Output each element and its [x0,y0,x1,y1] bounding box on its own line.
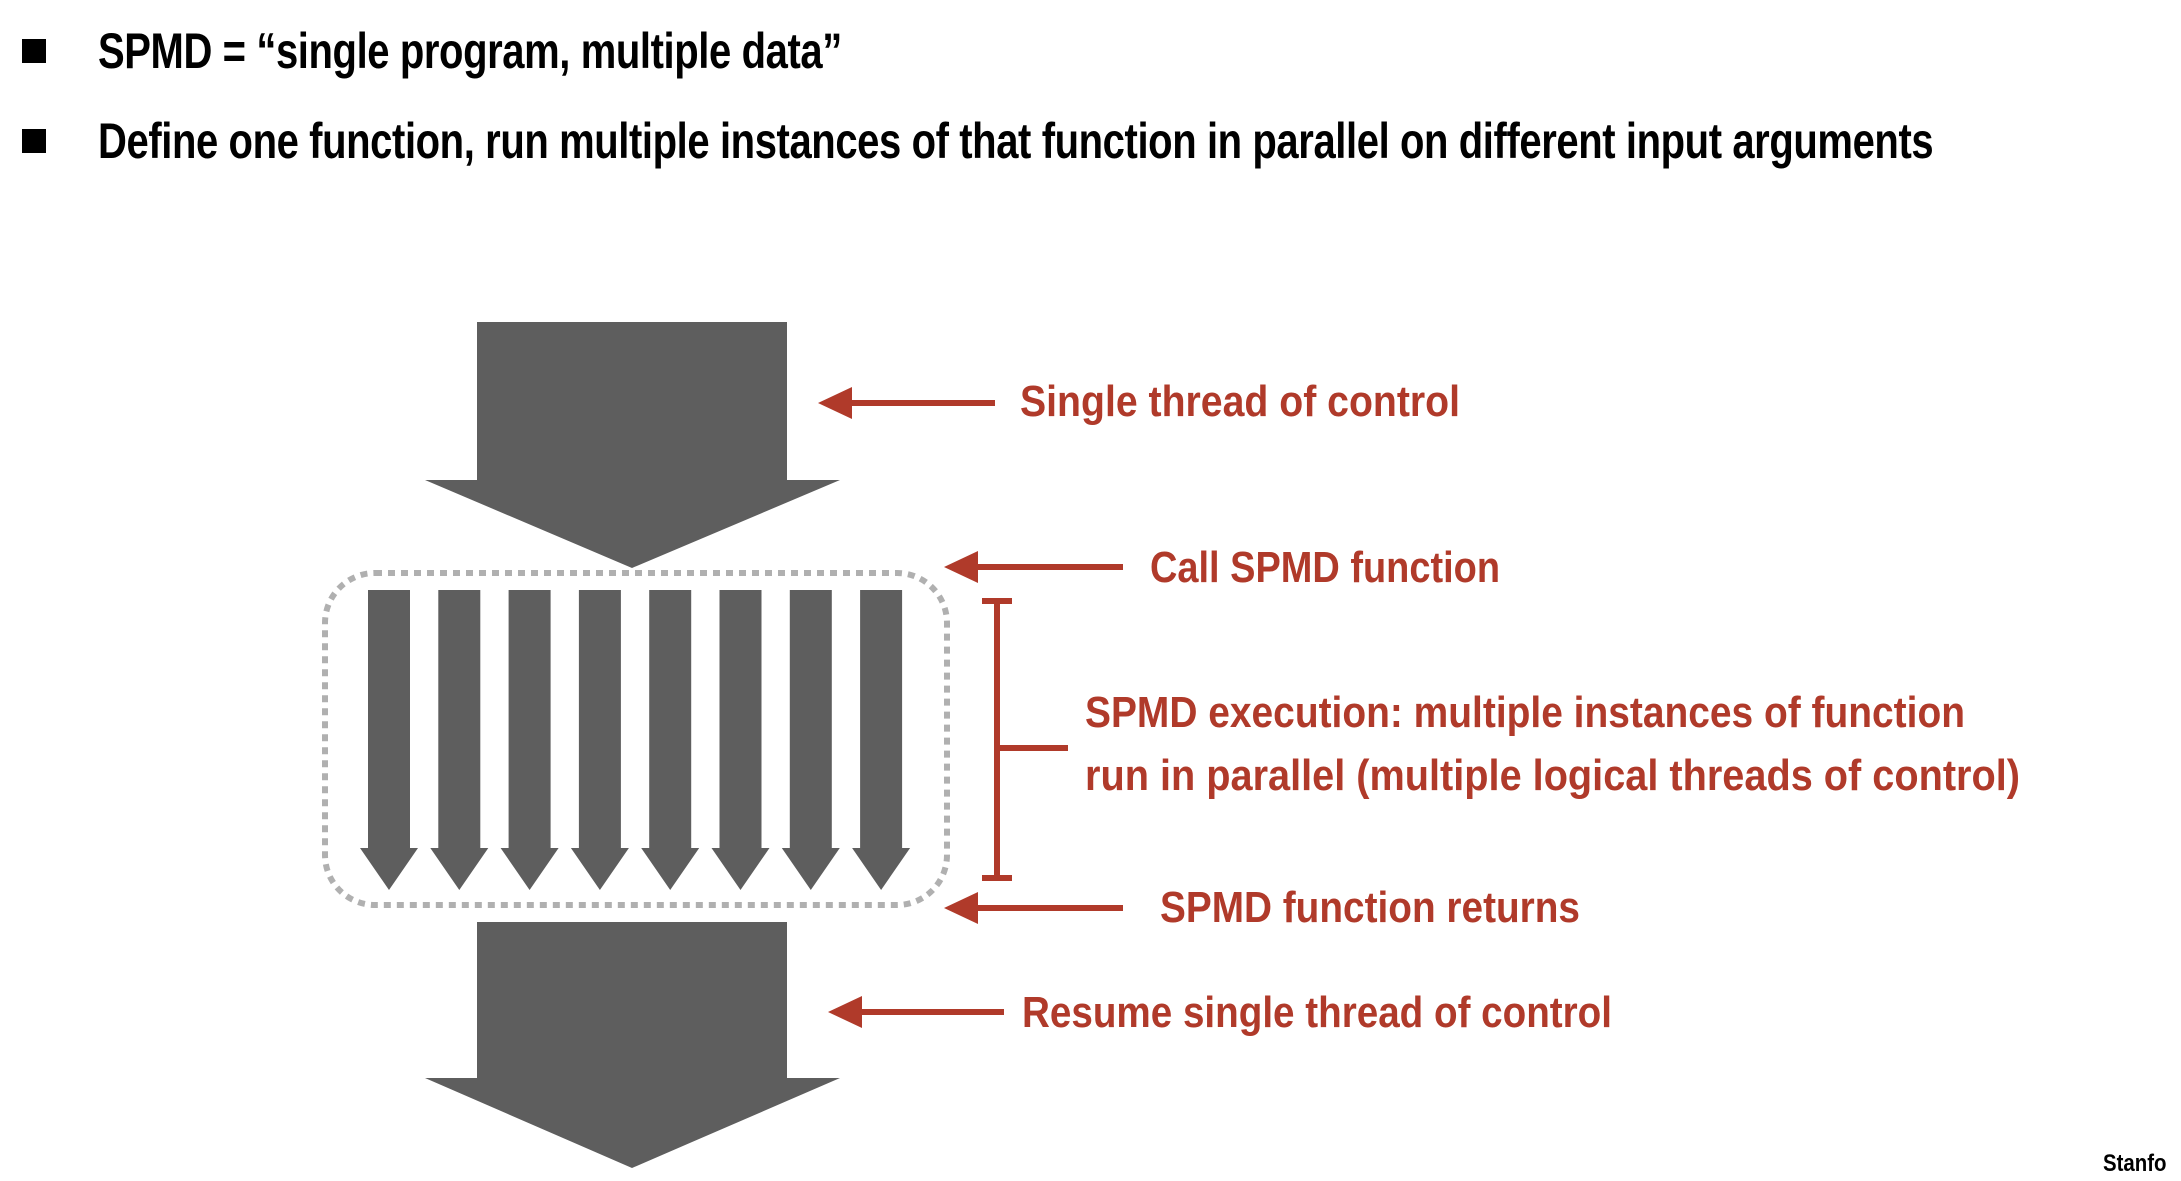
instance-arrow [641,590,700,890]
bullet-text: SPMD = “single program, multiple data” [98,23,842,79]
label-single-thread: Single thread of control [1020,377,1460,426]
instance-arrow [500,590,559,890]
bullet-square-icon [22,39,46,63]
label-resume: Resume single thread of control [1022,988,1612,1037]
bullet-item-spmd-definition: SPMD = “single program, multiple data” [22,22,1028,80]
single-thread-arrow-top [425,322,840,568]
bullet-text: Define one function, run multiple instan… [98,113,1934,169]
instance-arrow [781,590,840,890]
instance-arrow [570,590,629,890]
label-execution-line2: run in parallel (multiple logical thread… [1085,751,2020,800]
instance-arrow [360,590,418,890]
footer-logo-text: Stanfo [2103,1150,2167,1177]
pointer-arrowhead-icon [944,551,978,583]
pointer-call-spmd [944,551,1123,583]
bullet-square-icon [22,129,46,153]
pointer-arrowhead-icon [818,387,852,419]
pointer-resume [828,996,1004,1028]
pointer-returns [944,892,1123,924]
instance-arrow [430,590,489,890]
instance-arrow [852,590,911,890]
pointer-single-thread [818,387,995,419]
instance-arrow [711,590,770,890]
label-returns: SPMD function returns [1160,883,1580,932]
label-call-spmd: Call SPMD function [1150,543,1500,592]
bullet-item-define-function: Define one function, run multiple instan… [22,112,2181,170]
parallel-instance-arrows [360,590,911,890]
execution-span-bracket [982,598,1068,881]
pointer-arrowhead-icon [828,996,862,1028]
pointer-arrowhead-icon [944,892,978,924]
spmd-dotted-boundary [322,570,950,908]
label-execution-line1: SPMD execution: multiple instances of fu… [1085,688,1965,737]
single-thread-arrow-bottom [425,922,840,1168]
